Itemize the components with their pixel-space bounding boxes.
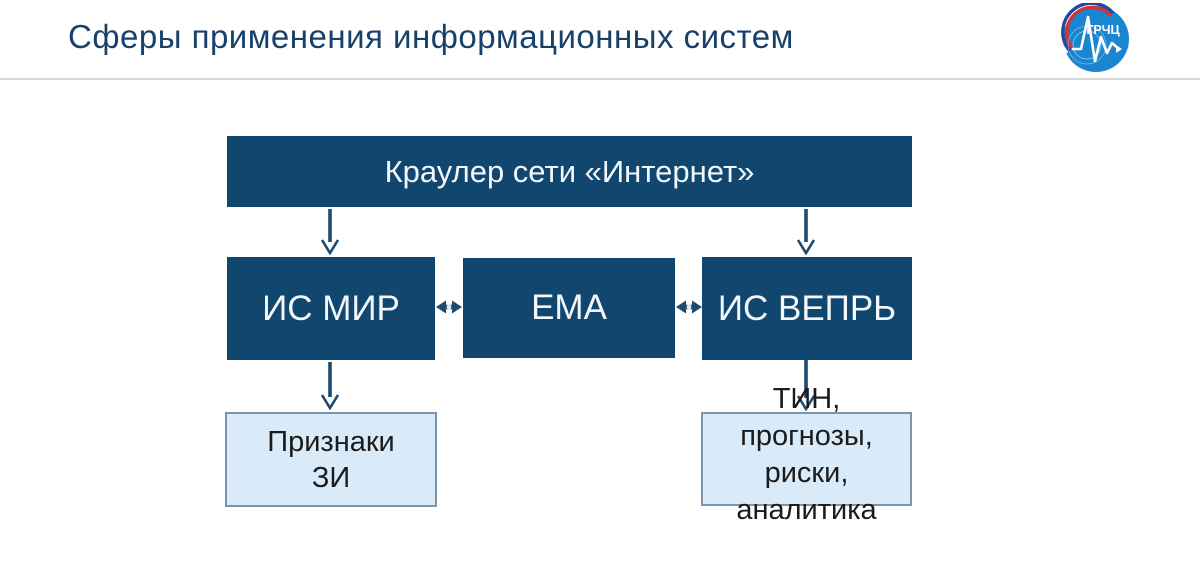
grchc-logo-icon: ГРЧЦ: [1056, 0, 1131, 73]
box-tin-line2: прогнозы,: [740, 420, 873, 452]
box-tin-prognozy-text: ТИН, прогнозы, риски, аналитика: [701, 381, 912, 529]
arrow-down-icon: [320, 362, 340, 410]
page-title: Сферы применения информационных систем: [68, 18, 794, 55]
box-ema-label: ЕМА: [531, 288, 607, 327]
box-is-mir-label: ИС МИР: [262, 288, 400, 328]
box-priznaki-zi-line1: Признаки: [267, 425, 395, 458]
box-is-vepr-label: ИС ВЕПРЬ: [717, 288, 897, 328]
header-divider: [0, 78, 1200, 80]
arrow-down-icon: [796, 209, 816, 255]
box-tin-prognozy: [701, 412, 912, 506]
double-arrow-icon: [676, 300, 702, 314]
grchc-logo-text: ГРЧЦ: [1086, 23, 1120, 37]
box-tin-line1: ТИН,: [772, 383, 841, 415]
box-is-vepr: ИС ВЕПРЬ: [702, 257, 912, 360]
box-priznaki-zi: Признаки ЗИ: [225, 412, 437, 507]
box-tin-line3: риски,: [764, 457, 849, 489]
box-is-mir: ИС МИР: [227, 257, 435, 360]
box-priznaki-zi-line2: ЗИ: [311, 461, 351, 494]
box-tin-line4: аналитика: [736, 494, 877, 526]
box-ema: ЕМА: [463, 258, 675, 358]
double-arrow-icon: [436, 300, 462, 314]
box-crawler-label: Краулер сети «Интернет»: [384, 153, 755, 189]
arrow-down-icon: [320, 209, 340, 255]
box-crawler: Краулер сети «Интернет»: [227, 136, 912, 207]
arrow-down-icon: [796, 359, 816, 411]
